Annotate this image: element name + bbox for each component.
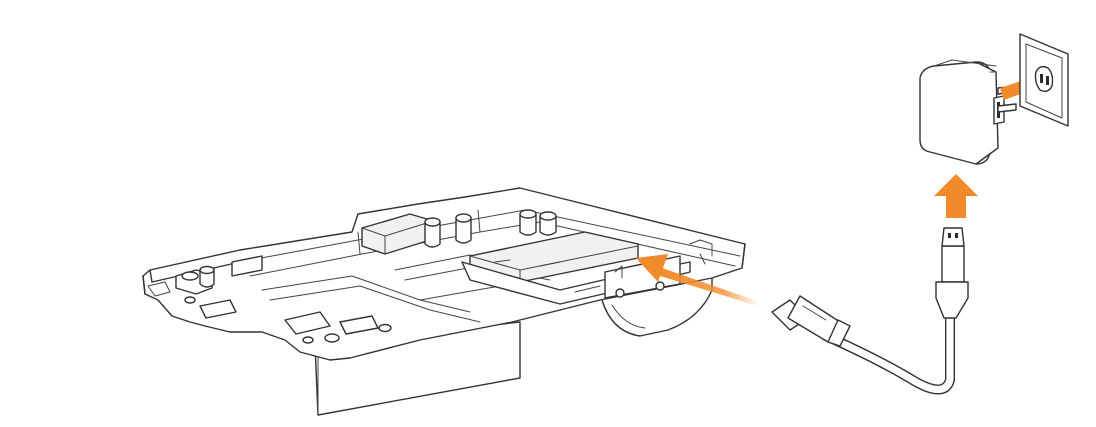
dock-base-outline [142,187,746,361]
dock-post-mid [455,213,472,244]
wall-outlet [1019,33,1069,127]
usb-a-plug [935,227,969,319]
dock-left-mount [175,255,392,344]
connect-arrow [934,174,978,218]
charging-dock [142,187,746,416]
dock-post-left [424,217,441,248]
power-adapter [919,59,1017,165]
usb-c-cable [771,227,969,395]
insert-arrow [636,254,760,306]
dock-post-right [519,209,557,236]
usb-c-plug [771,295,851,347]
